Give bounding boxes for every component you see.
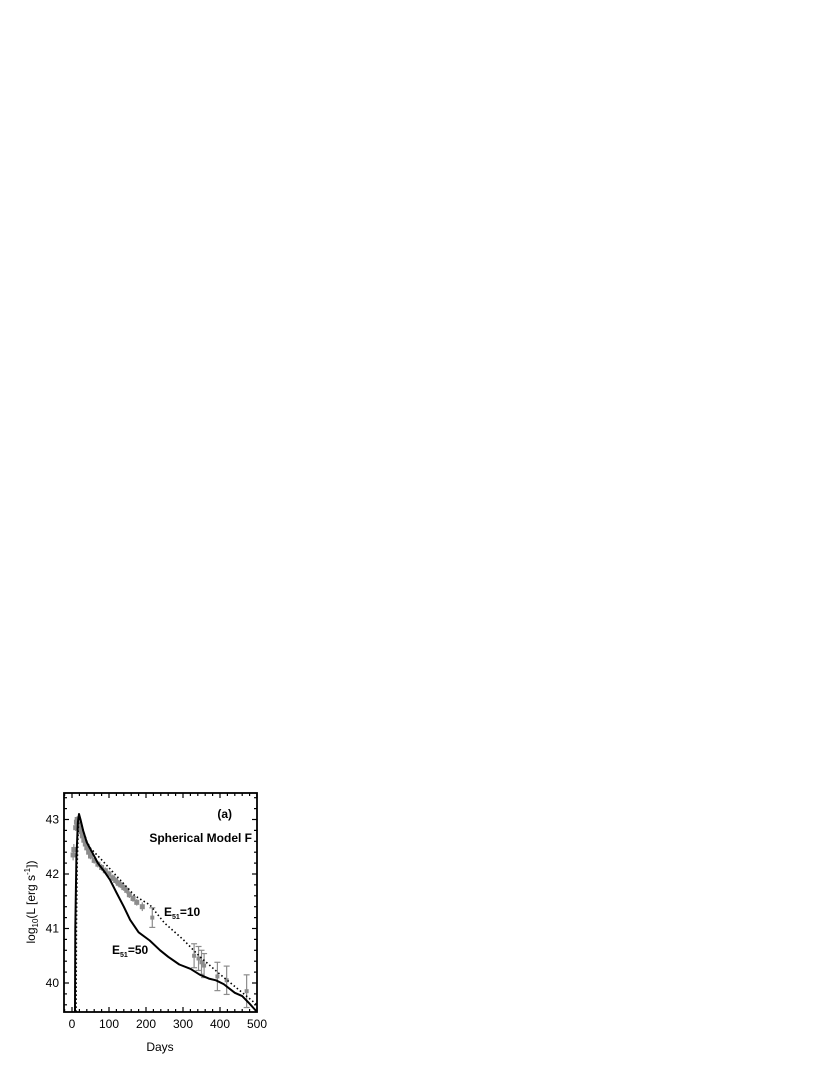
y-tick-label: 41: [46, 922, 60, 936]
data-point: [126, 891, 132, 898]
data-point: [113, 877, 119, 884]
x-tick-label: 300: [173, 1017, 193, 1031]
x-tick-label: 100: [99, 1017, 119, 1031]
x-tick-label: 400: [210, 1017, 230, 1031]
data-point: [149, 907, 156, 929]
data-point: [191, 943, 198, 969]
x-axis-label: Days: [146, 1040, 173, 1054]
data-point: [139, 902, 145, 912]
x-tick-label: 0: [69, 1017, 76, 1031]
data-point: [106, 870, 112, 878]
model-title: Spherical Model F: [149, 831, 252, 845]
data-point: [124, 887, 130, 894]
data-point: [134, 899, 140, 906]
x-tick-labels: 0 100 200 300 400 500: [69, 1017, 268, 1031]
data-point: [223, 965, 230, 996]
y-tick-label: 40: [46, 976, 60, 990]
data-point: [115, 879, 121, 887]
axis-ticks: [63, 793, 258, 1012]
y-axis-label: log10(L [erg s-1]): [23, 861, 40, 944]
data-point: [73, 824, 79, 831]
data-point: [130, 895, 136, 902]
label-e51-10: E51=10: [164, 905, 200, 921]
data-point: [110, 874, 116, 882]
x-tick-label: 500: [247, 1017, 267, 1031]
data-point: [71, 844, 77, 855]
model-curves: [74, 813, 257, 1012]
y-tick-label: 43: [46, 813, 60, 827]
data-point: [121, 884, 127, 891]
x-tick-label: 200: [136, 1017, 156, 1031]
label-e51-50: E51=50: [112, 943, 148, 959]
y-tick-label: 42: [46, 867, 60, 881]
data-point: [118, 881, 124, 889]
panel-label: (a): [217, 807, 232, 821]
curve-e51-10: [75, 815, 257, 1012]
y-tick-labels: 40 41 42 43: [46, 813, 60, 991]
data-point: [88, 852, 93, 860]
data-point: [214, 961, 221, 992]
